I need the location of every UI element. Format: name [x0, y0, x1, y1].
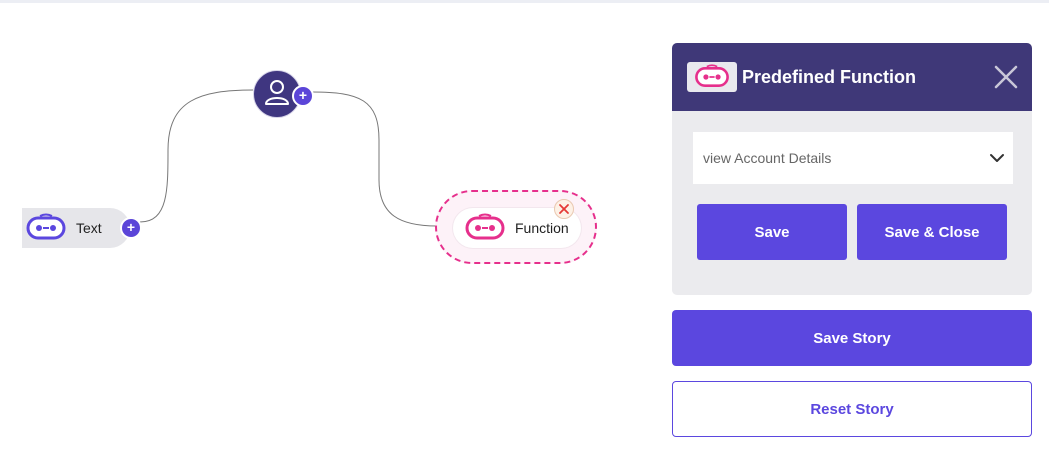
text-node[interactable]: Text + [22, 208, 142, 248]
user-node[interactable]: + [253, 70, 314, 118]
save-button[interactable]: Save [697, 204, 847, 260]
close-icon [994, 65, 1018, 89]
function-select-value: view Account Details [703, 150, 832, 166]
function-node-label: Function [515, 220, 569, 236]
add-node-button[interactable]: + [120, 217, 142, 239]
add-node-button[interactable]: + [292, 85, 314, 107]
function-select[interactable]: view Account Details [693, 132, 1013, 184]
close-panel-button[interactable] [994, 65, 1018, 89]
connector-text-to-user [139, 89, 254, 223]
chevron-down-icon [989, 150, 1005, 166]
chatbot-icon [463, 213, 507, 243]
connector-user-to-function [311, 91, 438, 227]
connector-lines [139, 89, 438, 227]
reset-story-button[interactable]: Reset Story [672, 381, 1032, 437]
function-config-panel: Predefined Function view Account Details… [672, 43, 1032, 295]
chatbot-icon [24, 213, 68, 243]
chatbot-icon [687, 62, 737, 92]
flow-canvas[interactable]: Text + + [0, 3, 660, 452]
text-node-label: Text [76, 220, 102, 236]
panel-title: Predefined Function [742, 66, 917, 87]
remove-node-button[interactable] [554, 199, 574, 219]
function-node[interactable]: Function [453, 208, 581, 248]
user-icon [264, 78, 290, 111]
save-story-button[interactable]: Save Story [672, 310, 1032, 366]
close-icon [559, 204, 569, 214]
top-divider [0, 0, 1049, 3]
panel-header: Predefined Function [672, 43, 1032, 111]
save-and-close-button[interactable]: Save & Close [857, 204, 1007, 260]
function-node-selected[interactable]: Function [435, 190, 597, 264]
